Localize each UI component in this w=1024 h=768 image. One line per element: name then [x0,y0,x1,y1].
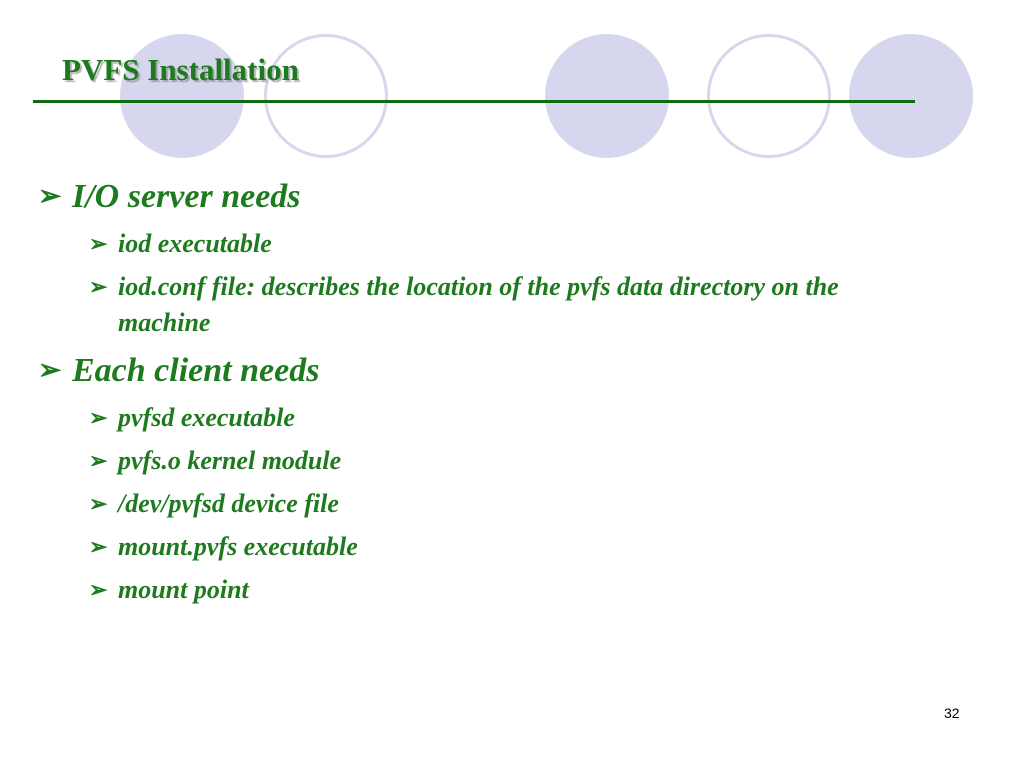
arrow-bullet-icon: ➢ [89,405,108,430]
decorative-circle-filled [545,34,669,158]
sub-bullet: ➢ iod executable [89,226,849,262]
arrow-bullet-icon: ➢ [89,534,108,559]
bullet-text: Each client needs [72,352,320,389]
decorative-circle-filled [849,34,973,158]
sub-bullet-text: iod executable [118,229,272,258]
bullet-heading: ➢ Each client needs [38,351,319,391]
arrow-bullet-icon: ➢ [38,355,62,386]
arrow-bullet-icon: ➢ [89,491,108,516]
sub-bullet-text: /dev/pvfsd device file [118,489,339,518]
page-number: 32 [944,705,960,721]
sub-bullet-text: mount.pvfs executable [118,532,358,561]
sub-bullet: ➢ pvfs.o kernel module [89,443,849,479]
arrow-bullet-icon: ➢ [89,577,108,602]
sub-bullet: ➢ pvfsd executable [89,400,849,436]
arrow-bullet-icon: ➢ [89,448,108,473]
sub-bullet-text: pvfs.o kernel module [118,446,342,475]
title-underline [33,100,915,103]
decorative-circle-outline [264,34,388,158]
decorative-circle-filled [120,34,244,158]
sub-bullet-text: iod.conf file: describes the location of… [118,272,839,337]
arrow-bullet-icon: ➢ [89,231,108,256]
arrow-bullet-icon: ➢ [38,181,62,212]
bullet-text: I/O server needs [72,178,301,215]
slide-title: PVFS Installation [62,52,299,87]
sub-bullet-text: pvfsd executable [118,403,295,432]
sub-bullet: ➢ iod.conf file: describes the location … [89,269,849,341]
decorative-circle-outline [707,34,831,158]
arrow-bullet-icon: ➢ [89,274,108,299]
sub-bullet: ➢ /dev/pvfsd device file [89,486,849,522]
sub-bullet-text: mount point [118,575,249,604]
bullet-heading: ➢ I/O server needs [38,177,301,217]
sub-bullet: ➢ mount point [89,572,849,608]
sub-bullet: ➢ mount.pvfs executable [89,529,849,565]
